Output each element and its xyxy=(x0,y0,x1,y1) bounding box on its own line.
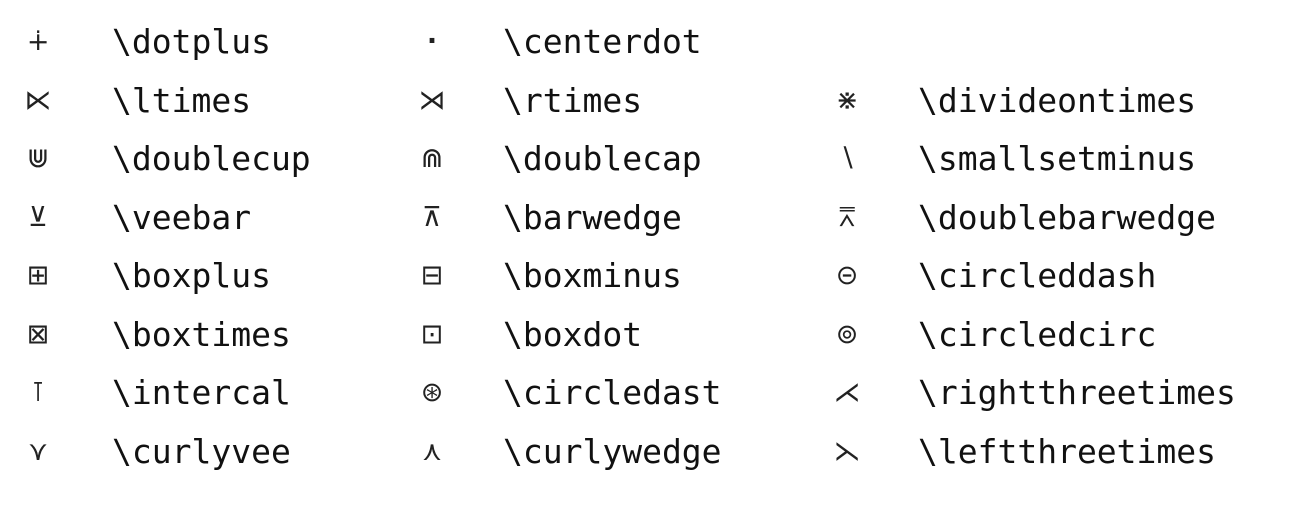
table-row: ⋉ \ltimes ⋊ \rtimes ⋇ \divideontimes xyxy=(0,73,1311,132)
double-bar-wedge-icon: ⩞ xyxy=(838,201,856,233)
command-label: \veebar xyxy=(112,197,252,237)
curly-wedge-icon: ⋏ xyxy=(422,435,442,467)
command-label: \curlyvee xyxy=(112,431,291,471)
curly-vee-icon: ⋎ xyxy=(28,435,48,467)
dot-plus-icon: ∔ xyxy=(26,26,50,57)
table-row: ∔ \dotplus · \centerdot xyxy=(0,14,1311,73)
right-three-times-icon: ⋌ xyxy=(833,377,861,408)
table-row: ⊻ \veebar ⊼ \barwedge ⩞ \doublebarwedge xyxy=(0,190,1311,249)
table-row: ⊺ \intercal ⊛ \circledast ⋌ \rightthreet… xyxy=(0,365,1311,424)
table-row: ⋎ \curlyvee ⋏ \curlywedge ⋋ \leftthreeti… xyxy=(0,424,1311,483)
command-label: \boxminus xyxy=(503,256,682,295)
center-dot-icon: · xyxy=(426,26,438,57)
command-label: \boxtimes xyxy=(112,314,291,354)
box-times-icon: ⊠ xyxy=(26,318,50,350)
bar-wedge-icon: ⊼ xyxy=(422,201,442,233)
command-label: \leftthreetimes xyxy=(918,431,1217,471)
command-label: \boxplus xyxy=(112,256,271,295)
left-times-icon: ⋉ xyxy=(24,84,52,116)
command-label: \circledcirc xyxy=(918,314,1157,354)
right-times-icon: ⋊ xyxy=(418,84,446,116)
left-three-times-icon: ⋋ xyxy=(833,435,861,467)
circled-circ-icon: ⊚ xyxy=(835,318,859,350)
command-label: \doublebarwedge xyxy=(918,197,1217,237)
divide-on-times-icon: ⋇ xyxy=(835,84,859,116)
circled-asterisk-icon: ⊛ xyxy=(420,377,444,408)
double-cap-icon: ⋒ xyxy=(420,143,444,174)
symbol-table: ∔ \dotplus · \centerdot ⋉ \ltimes ⋊ \rti… xyxy=(0,14,1311,482)
command-label: \divideontimes xyxy=(918,80,1197,120)
table-row: ⊞ \boxplus ⊟ \boxminus ⊝ \circleddash xyxy=(0,248,1311,307)
command-label: \rightthreetimes xyxy=(918,373,1236,412)
box-plus-icon: ⊞ xyxy=(26,260,50,291)
table-row: ⋓ \doublecup ⋒ \doublecap ∖ \smallsetmin… xyxy=(0,131,1311,190)
command-label: \doublecup xyxy=(112,139,311,178)
command-label: \rtimes xyxy=(503,80,643,120)
table-row: ⊠ \boxtimes ⊡ \boxdot ⊚ \circledcirc xyxy=(0,307,1311,366)
command-label: \boxdot xyxy=(503,314,643,354)
command-label: \doublecap xyxy=(503,139,702,178)
command-label: \circleddash xyxy=(918,256,1157,295)
command-label: \barwedge xyxy=(503,197,682,237)
double-cup-icon: ⋓ xyxy=(26,143,50,174)
circled-dash-icon: ⊝ xyxy=(835,260,859,291)
command-label: \ltimes xyxy=(112,80,252,120)
vee-bar-icon: ⊻ xyxy=(28,201,48,233)
box-minus-icon: ⊟ xyxy=(420,260,444,291)
box-dot-icon: ⊡ xyxy=(420,318,444,350)
command-label: \dotplus xyxy=(112,22,271,61)
intercal-icon: ⊺ xyxy=(30,377,46,408)
command-label: \smallsetminus xyxy=(918,139,1197,178)
small-set-minus-icon: ∖ xyxy=(838,143,856,174)
command-label: \curlywedge xyxy=(503,431,722,471)
command-label: \intercal xyxy=(112,373,291,412)
command-label: \centerdot xyxy=(503,22,702,61)
command-label: \circledast xyxy=(503,373,722,412)
